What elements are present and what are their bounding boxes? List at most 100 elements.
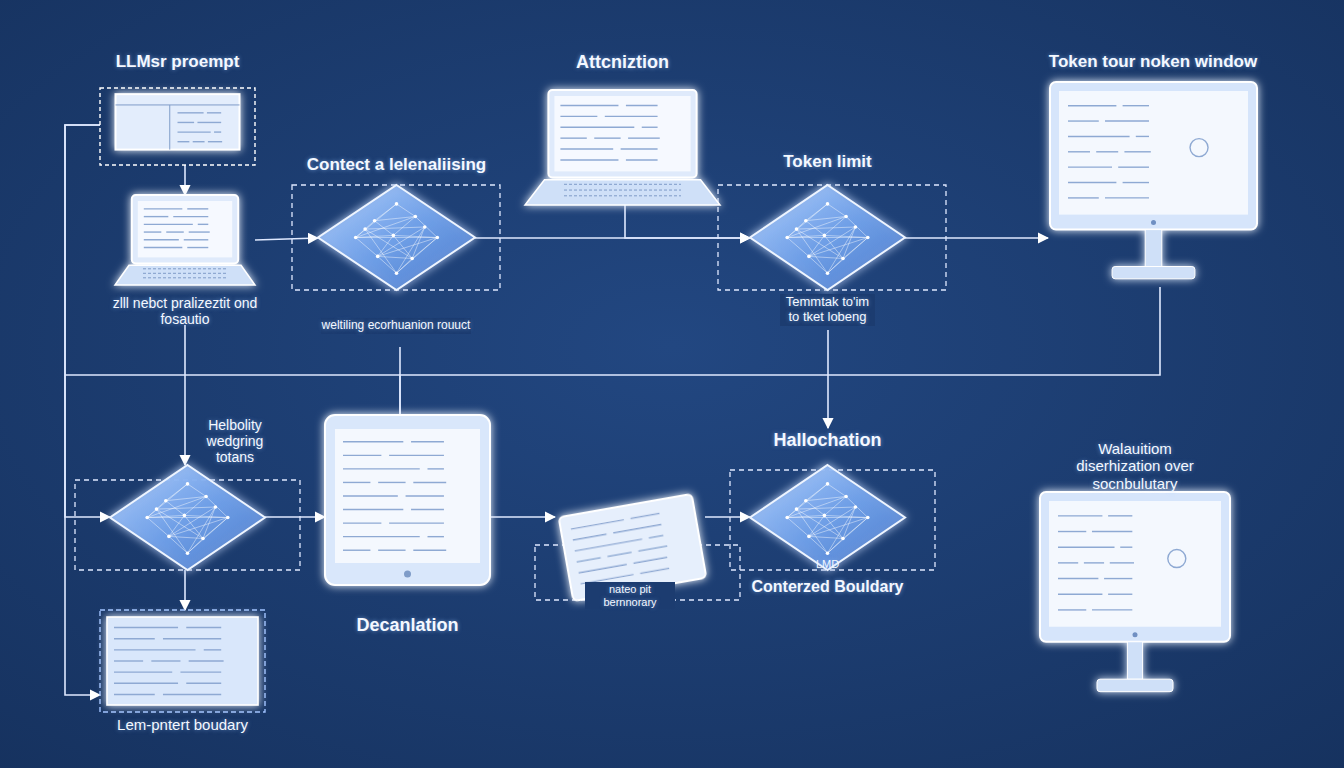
diamond-group: [750, 185, 905, 290]
screen-line: [1068, 166, 1112, 167]
flow-connector: [65, 125, 100, 695]
mesh-dot: [841, 537, 845, 541]
screen-line: [173, 216, 208, 217]
screen-line: [1092, 609, 1132, 610]
screen-line: [642, 127, 658, 128]
screen-line: [343, 482, 370, 483]
keyboard-row: [564, 195, 681, 196]
screen-line: [178, 112, 204, 113]
node-caption: weltiling ecorhuanion rouuct: [321, 318, 471, 334]
screen-line: [1108, 515, 1132, 516]
mesh-line: [365, 229, 412, 258]
screen-line: [1058, 609, 1086, 610]
screen-line: [560, 127, 634, 128]
laptop-base: [525, 180, 720, 205]
laptop-node: Attcniztion: [525, 50, 720, 205]
screen-line: [186, 627, 221, 628]
screen-line: [1058, 531, 1086, 532]
mesh-dot: [826, 271, 830, 275]
screen-line: [411, 509, 444, 510]
mesh-dot: [423, 225, 427, 229]
screen-line: [189, 231, 210, 232]
mesh-line: [797, 229, 828, 273]
diamond-group: [318, 185, 475, 290]
screen-line: [1068, 136, 1130, 137]
screen-line: [114, 660, 143, 661]
screen-line: [144, 224, 193, 225]
mesh-line: [797, 507, 856, 509]
screen-line: [1058, 594, 1102, 595]
screen-line: [343, 468, 420, 469]
node-heading: zlll nebct pralizeztit ond fosautio: [105, 295, 265, 327]
prompt-icon: LLMsr proempt: [100, 50, 255, 165]
dashed-frame: [100, 610, 265, 712]
monitor-screen: [1059, 91, 1248, 215]
screen-line: [1058, 578, 1098, 579]
screen-line: [649, 535, 663, 538]
mesh-dot: [826, 551, 830, 555]
screen-line: [343, 522, 381, 523]
card-node: nateo pit bernnorary: [555, 500, 705, 605]
screen-line: [573, 534, 607, 540]
mesh-dot: [186, 482, 190, 486]
keyboard-row: [143, 273, 227, 274]
tablet-group: [325, 415, 490, 585]
mesh-line: [147, 484, 187, 518]
mesh-line: [393, 235, 412, 258]
mesh-line: [147, 497, 206, 518]
screen-line: [389, 455, 444, 456]
screen-line: [411, 441, 444, 442]
screen-line: [1068, 197, 1099, 198]
laptop-lid: [132, 195, 238, 263]
mesh-dot: [795, 507, 799, 511]
screen-line: [575, 539, 642, 551]
mesh-line: [393, 217, 415, 236]
mesh-dot: [807, 255, 811, 259]
laptop-group: [115, 195, 255, 285]
monitor-illustration: [1050, 82, 1257, 279]
screen-line: [144, 231, 162, 232]
screen-line: [343, 536, 420, 537]
diamond-outline: [318, 185, 475, 290]
screen-line: [1084, 562, 1104, 563]
node-heading: LLMsr proempt: [100, 52, 255, 72]
mesh-line: [188, 518, 228, 554]
mesh-line: [797, 227, 856, 229]
screen-line: [144, 216, 169, 217]
mesh-line: [809, 518, 868, 537]
tablet-screen: [335, 429, 480, 563]
mesh-line: [365, 227, 425, 229]
monitor-illustration: [1040, 492, 1230, 692]
mesh-dot: [823, 234, 827, 238]
mesh-line: [157, 507, 216, 509]
mesh-line: [397, 227, 425, 273]
screen-line: [626, 105, 658, 106]
screen-line: [571, 520, 624, 529]
screen-line: [114, 627, 178, 628]
screen-line: [1096, 151, 1118, 152]
flow-connector: [625, 205, 750, 238]
screen-line: [628, 137, 660, 138]
mesh-line: [356, 238, 378, 257]
window-body: [116, 94, 240, 149]
mesh-line: [184, 515, 227, 517]
screen-line: [197, 122, 221, 123]
node-heading: Lem-pntert boudary: [90, 716, 275, 733]
mesh-dot: [395, 271, 399, 275]
flow-connector: [400, 287, 1160, 415]
mesh-dot: [414, 215, 418, 219]
screen-line: [144, 247, 183, 248]
screen-line: [207, 112, 221, 113]
mesh-line: [828, 518, 868, 554]
diamond-shape: [110, 465, 265, 570]
screen-line: [1120, 547, 1132, 548]
mesh-dot: [844, 495, 848, 499]
mesh-line: [809, 238, 868, 257]
mesh-line: [787, 217, 846, 238]
mesh-dot: [844, 215, 848, 219]
screen-line: [114, 683, 178, 684]
screen-line: [594, 137, 620, 138]
mesh-line: [356, 204, 397, 238]
laptop-node: zlll nebct pralizeztit ond fosautio: [115, 195, 255, 325]
